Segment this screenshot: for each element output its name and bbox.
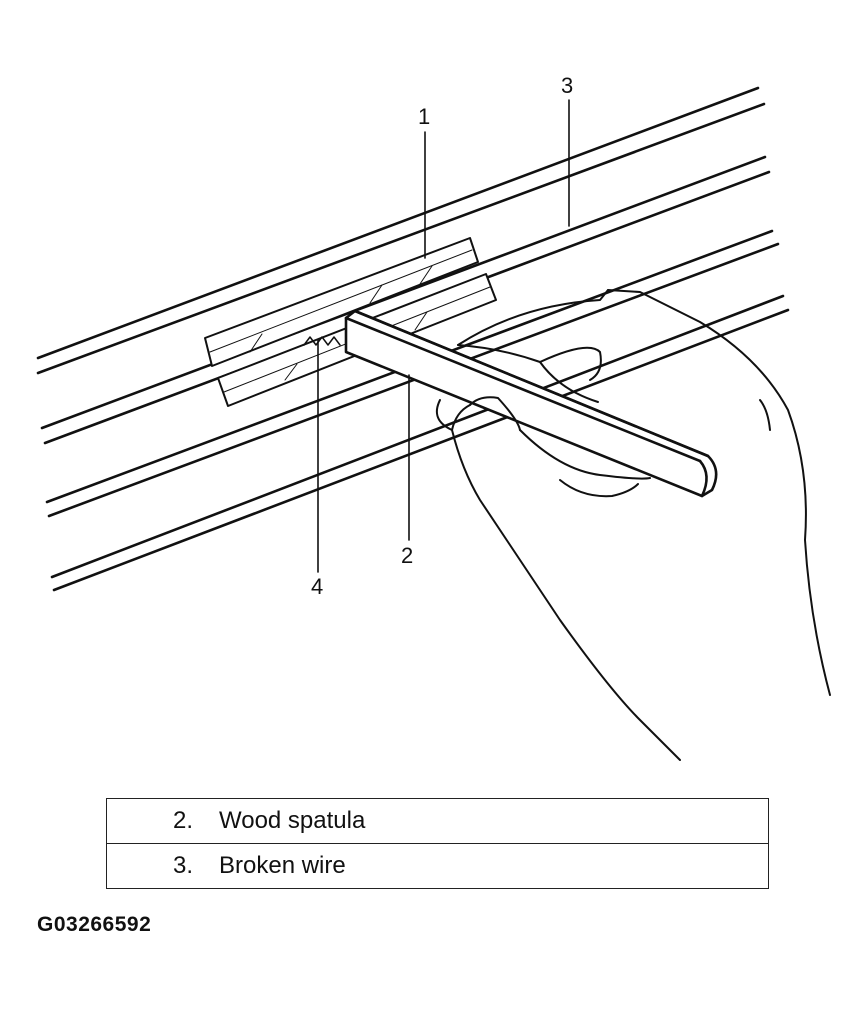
legend-table: 2. Wood spatula 3. Broken wire [106, 798, 769, 889]
legend-row: 2. Wood spatula [106, 798, 769, 844]
wood-spatula [344, 309, 718, 498]
legend-label: Wood spatula [219, 807, 366, 834]
legend-number: 2. [172, 807, 193, 834]
hand [436, 289, 831, 761]
callout-4: 4 [311, 574, 323, 599]
legend-cell: 2. Wood spatula [106, 798, 769, 844]
repaired-break [303, 336, 341, 346]
callout-1: 1 [418, 104, 430, 129]
repair-illustration: 1 3 2 4 [36, 73, 831, 761]
leader-lines [317, 99, 570, 573]
callout-2: 2 [401, 543, 413, 568]
figure-id: G03266592 [37, 913, 152, 936]
legend-row: 3. Broken wire [106, 843, 769, 889]
callout-3: 3 [561, 73, 573, 98]
legend-label: Broken wire [219, 852, 346, 879]
legend-number: 3. [172, 852, 193, 879]
legend-cell: 3. Broken wire [106, 843, 769, 889]
